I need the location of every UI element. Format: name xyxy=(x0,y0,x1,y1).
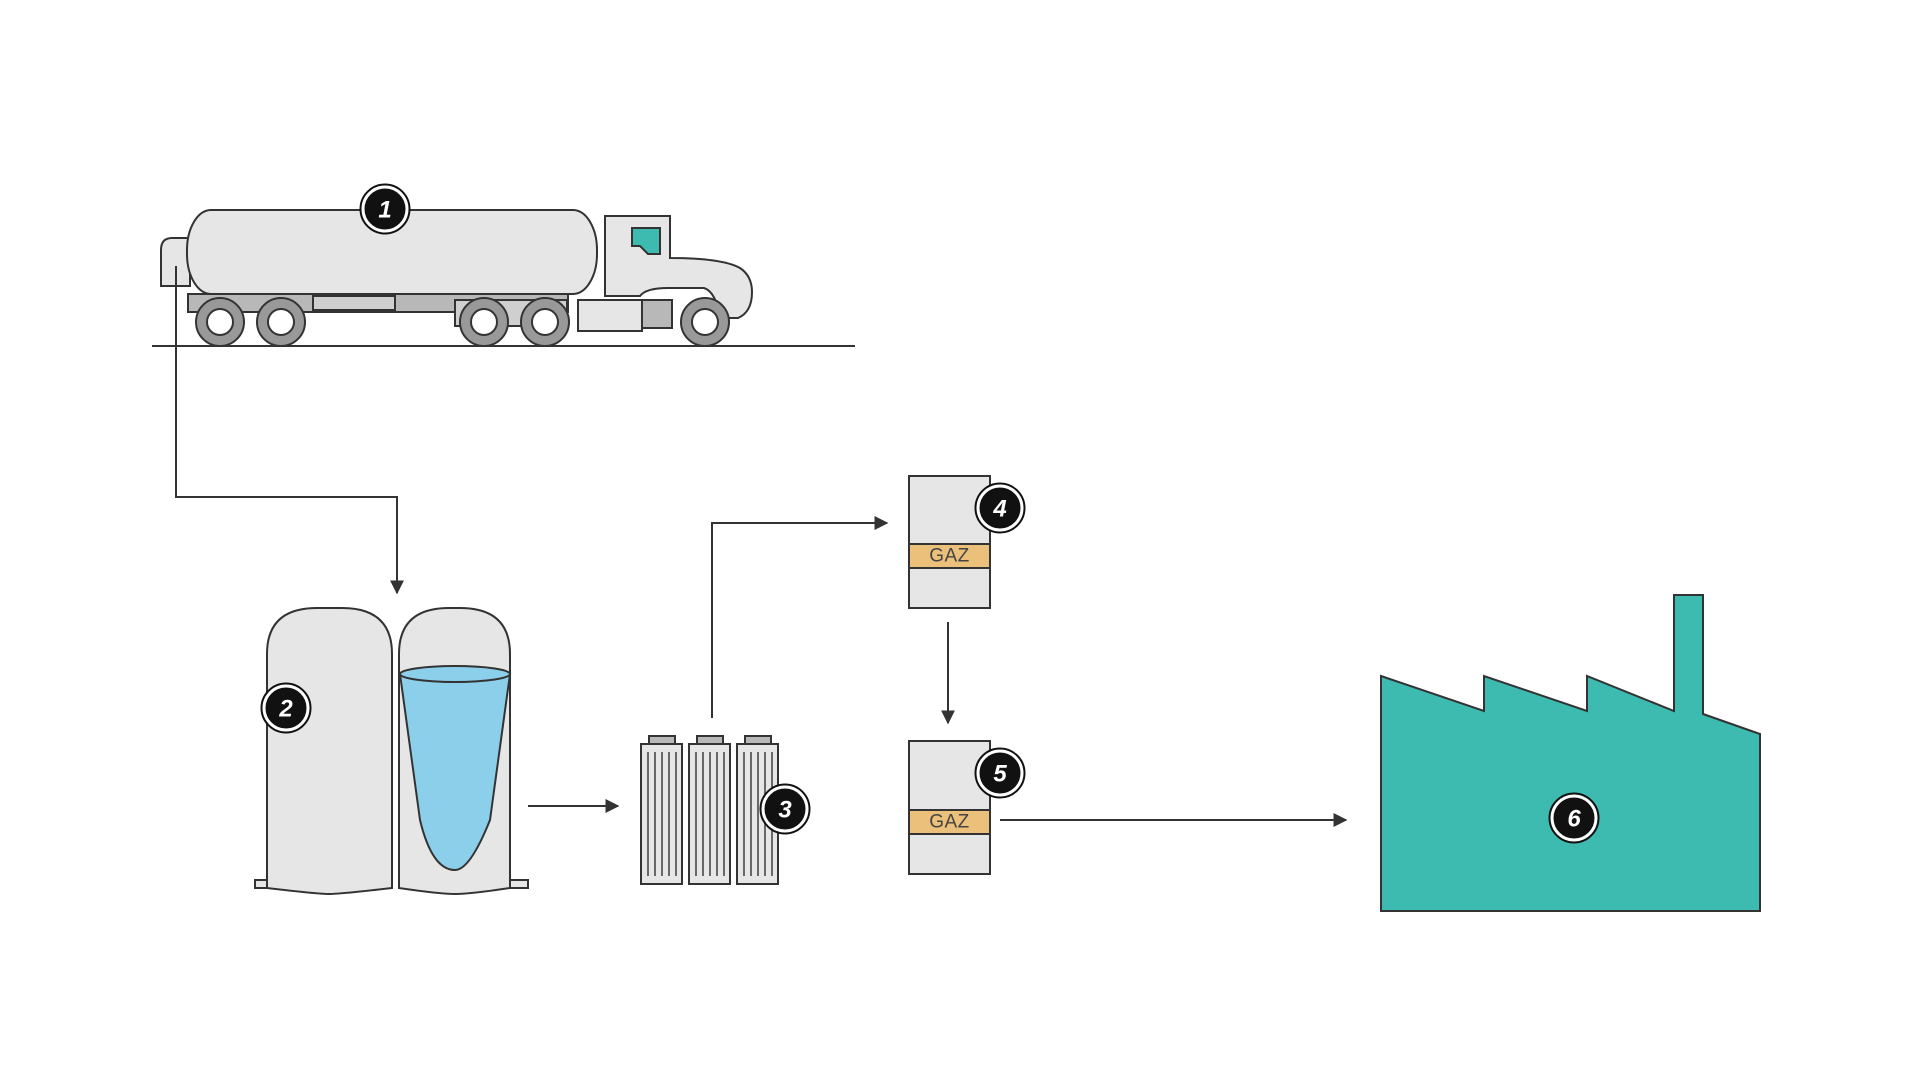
vaporizer-cap xyxy=(648,735,676,745)
step-badge-6: 6 xyxy=(1548,792,1600,844)
vaporizer-unit xyxy=(736,735,779,885)
vaporizer-cap xyxy=(696,735,724,745)
truck-wheel xyxy=(680,297,730,347)
vaporizer-unit xyxy=(640,735,683,885)
vaporizer-cap xyxy=(744,735,772,745)
step-badge-5: 5 xyxy=(974,747,1026,799)
step-badge-4: 4 xyxy=(974,482,1026,534)
step-badge-1: 1 xyxy=(359,183,411,235)
storage-tanks xyxy=(254,607,529,896)
svg-text:1: 1 xyxy=(378,197,391,224)
storage-tank-left-base xyxy=(254,879,268,889)
truck-fuel-tank xyxy=(312,295,396,311)
flow-arrow-vaporizers-to-cylinder-4 xyxy=(711,516,889,718)
tanker-truck xyxy=(152,209,855,347)
svg-text:6: 6 xyxy=(1567,806,1581,833)
svg-text:3: 3 xyxy=(778,797,792,824)
gas-cylinder-4: GAZ xyxy=(908,475,991,609)
svg-text:2: 2 xyxy=(278,696,293,723)
gas-cylinder-5: GAZ xyxy=(908,740,991,875)
truck-wheel xyxy=(459,297,509,347)
svg-text:5: 5 xyxy=(993,761,1007,788)
svg-text:4: 4 xyxy=(992,496,1006,523)
truck-window xyxy=(631,227,661,255)
flow-arrow-truck-to-tanks xyxy=(175,266,404,595)
truck-rear-cap xyxy=(160,237,191,287)
truck-wheel xyxy=(256,297,306,347)
truck-wheel xyxy=(195,297,245,347)
step-badge-3: 3 xyxy=(759,783,811,835)
truck-wheel xyxy=(520,297,570,347)
factory xyxy=(1380,594,1761,912)
vaporizer-unit xyxy=(688,735,731,885)
vaporizers xyxy=(640,735,779,885)
gas-label: GAZ xyxy=(929,546,970,567)
truck-step xyxy=(577,299,643,332)
truck-mudflap xyxy=(641,299,673,329)
gas-label-band xyxy=(908,543,991,569)
gas-label-band xyxy=(908,809,991,835)
factory-building xyxy=(1380,594,1761,912)
gas-label: GAZ xyxy=(929,812,970,833)
step-badge-2: 2 xyxy=(260,682,312,734)
storage-tank-right-base xyxy=(509,879,529,889)
storage-tank-liquid-surface xyxy=(399,665,511,683)
storage-tank-left xyxy=(266,607,393,896)
